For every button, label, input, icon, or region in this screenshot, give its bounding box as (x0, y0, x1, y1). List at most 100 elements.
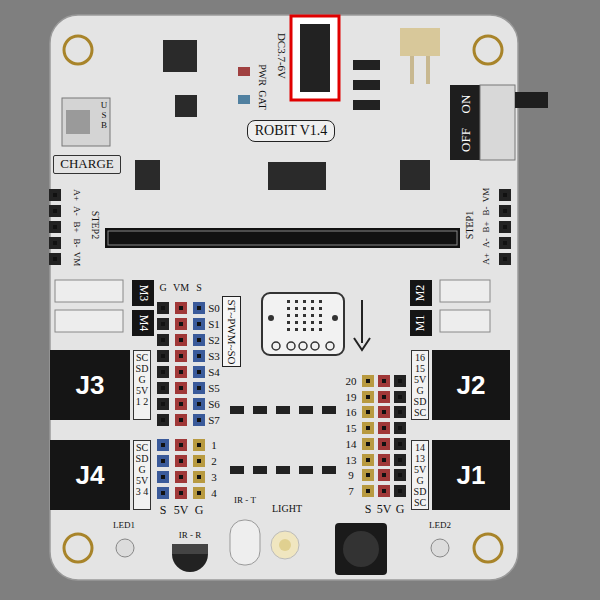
led-dot (295, 321, 298, 324)
header-pin-post (53, 209, 57, 213)
header-pin-post (503, 225, 507, 229)
header-pin-post (366, 458, 370, 462)
header-pin (157, 414, 169, 426)
silkscreen-label: 14 (346, 439, 357, 450)
port-pin-box: 14 13 5V G SD SC (411, 440, 429, 510)
header-pin-post (161, 459, 165, 463)
led-dot (319, 300, 322, 303)
silkscreen-label: LED1 (113, 521, 135, 530)
silkscreen-label: S6 (208, 399, 220, 410)
ir-transmitter (230, 520, 260, 565)
edge-hole (299, 342, 307, 350)
version-badge: ROBIT V1.4 (247, 120, 335, 142)
header-pin (394, 454, 406, 466)
smd-part (276, 406, 290, 414)
led-dot (303, 328, 306, 331)
button-dot (332, 315, 338, 321)
ir-receiver-dome (172, 554, 208, 572)
silkscreen-label: B- (72, 239, 81, 248)
header-pin-post (503, 193, 507, 197)
silkscreen-label: 19 (346, 392, 357, 403)
silkscreen-label: B- (482, 207, 491, 216)
header-pin (157, 487, 169, 499)
led-dot (287, 300, 290, 303)
silkscreen-label: A+ (72, 189, 81, 201)
header-pin (175, 302, 187, 314)
header-pin-post (161, 475, 165, 479)
header-pin-post (161, 418, 165, 422)
smd-part (253, 406, 267, 414)
motor-port-box: M4 (132, 310, 154, 336)
silkscreen-label: OFF (459, 128, 472, 152)
header-pin (175, 382, 187, 394)
header-pin (193, 302, 205, 314)
power-header (400, 28, 440, 56)
header-pin (378, 406, 390, 418)
header-pin (378, 485, 390, 497)
node-text: M4 (136, 315, 149, 332)
led-dot (311, 314, 314, 317)
motor-connector (55, 310, 123, 332)
header-pin-post (398, 410, 402, 414)
header-pin (394, 406, 406, 418)
led-dot (295, 307, 298, 310)
silkscreen-label: PWR (257, 64, 267, 86)
led-dot (311, 328, 314, 331)
header-pin (378, 438, 390, 450)
silkscreen-label: 3 (211, 472, 217, 483)
chip (400, 160, 430, 190)
silkscreen-label: IR - T (234, 496, 256, 505)
silkscreen-label: 15 (346, 423, 357, 434)
led-dot (311, 307, 314, 310)
header-pin-post (179, 386, 183, 390)
led-dot (287, 328, 290, 331)
smd-part (299, 466, 313, 474)
header-pin-post (161, 306, 165, 310)
header-pin (157, 471, 169, 483)
header-pin-post (382, 473, 386, 477)
header-pin-post (161, 402, 165, 406)
edge-hole (311, 342, 319, 350)
header-pin (49, 253, 61, 265)
silkscreen-label: S0 (208, 303, 220, 314)
header-pin (378, 375, 390, 387)
mount-hole (474, 534, 502, 562)
header-pin-post (179, 306, 183, 310)
microbit-details (268, 300, 338, 350)
insert-arrow (361, 300, 363, 343)
header-pin (499, 253, 511, 265)
header-pin (157, 366, 169, 378)
led-dot (311, 321, 314, 324)
header-pin-post (398, 426, 402, 430)
silkscreen-label: S3 (208, 351, 220, 362)
header-pin (362, 406, 374, 418)
smd-part (253, 466, 267, 474)
led-dot (287, 307, 290, 310)
silkscreen-label: S5 (208, 383, 220, 394)
silkscreen-label: B+ (72, 221, 81, 232)
silkscreen-label: S4 (208, 367, 220, 378)
node-text: J1 (457, 461, 486, 490)
header-pin (193, 487, 205, 499)
header-pin-post (366, 489, 370, 493)
silkscreen-label: STEP2 (90, 211, 100, 239)
port-pin-box: SC SD G 5V 3 4 (133, 440, 151, 510)
header-pin (175, 318, 187, 330)
header-pin-post (398, 379, 402, 383)
switch-label-plate (450, 85, 480, 160)
silkscreen-label: 1 (211, 440, 217, 451)
header-pin-post (366, 473, 370, 477)
header-pin-post (161, 322, 165, 326)
smd-part (353, 100, 380, 110)
silkscreen-label: G (159, 283, 166, 293)
header-pin (362, 454, 374, 466)
silkscreen-label: IR - R (179, 531, 202, 540)
header-pin-post (197, 475, 201, 479)
header-pin (157, 334, 169, 346)
header-pin (49, 237, 61, 249)
header-pin (193, 471, 205, 483)
header-pin (378, 391, 390, 403)
led-dot (303, 300, 306, 303)
header-pin-post (366, 442, 370, 446)
header-pin (193, 350, 205, 362)
